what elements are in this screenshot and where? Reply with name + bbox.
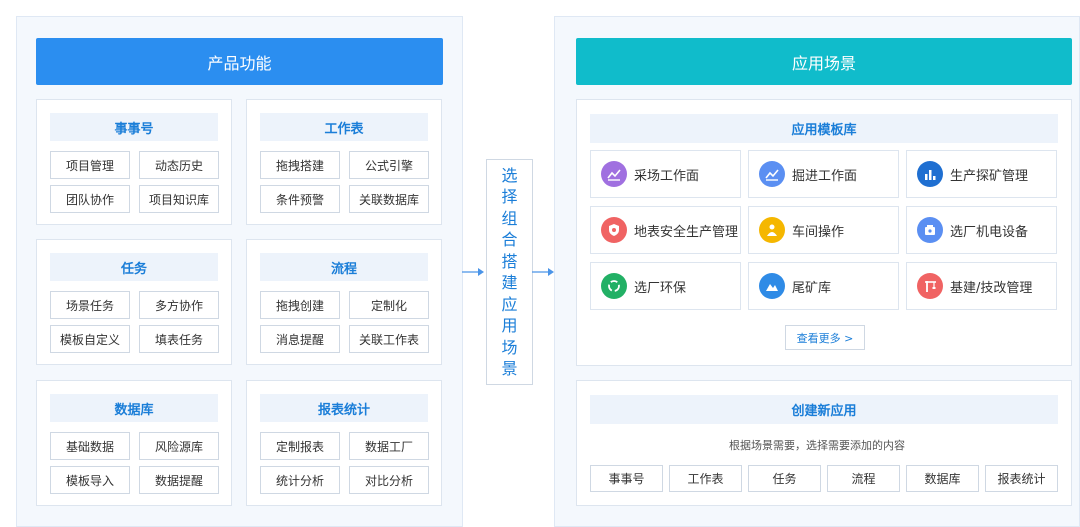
- feature-chip[interactable]: 拖拽搭建: [260, 151, 340, 179]
- template-item-label: 选厂环保: [634, 280, 687, 296]
- template-item[interactable]: 车间操作: [748, 206, 899, 254]
- vertical-char: 建: [501, 273, 518, 292]
- feature-group-card: 工作表拖拽搭建公式引擎条件预警关联数据库: [246, 99, 442, 225]
- vertical-char: 场: [501, 337, 518, 357]
- feature-chip[interactable]: 场景任务: [50, 291, 130, 319]
- product-header: 产品功能: [36, 38, 443, 85]
- template-item-label: 基建/技改管理: [950, 280, 1033, 296]
- product-title: 产品功能: [207, 53, 272, 73]
- new-app-option[interactable]: 工作表: [669, 465, 742, 492]
- vertical-char: 合: [501, 230, 518, 249]
- feature-chip[interactable]: 项目管理: [50, 151, 130, 179]
- template-item-label: 采场工作面: [634, 168, 700, 184]
- feature-chip[interactable]: 团队协作: [50, 185, 130, 213]
- template-item[interactable]: 基建/技改管理: [906, 262, 1057, 310]
- new-app-option[interactable]: 报表统计: [985, 465, 1058, 492]
- vertical-char: 用: [501, 316, 518, 335]
- feature-chip[interactable]: 多方协作: [139, 291, 219, 319]
- template-item-label: 掘进工作面: [792, 168, 858, 184]
- feature-chip[interactable]: 模板导入: [50, 466, 130, 494]
- new-app-option[interactable]: 事事号: [590, 465, 663, 492]
- feature-chip[interactable]: 定制化: [349, 291, 429, 319]
- template-item[interactable]: 掘进工作面: [748, 150, 899, 198]
- feature-chip[interactable]: 关联工作表: [349, 325, 429, 353]
- template-library-title: 应用模板库: [590, 114, 1058, 143]
- feature-group-title: 工作表: [260, 113, 428, 141]
- feature-group-card: 任务场景任务多方协作模板自定义填表任务: [36, 239, 232, 365]
- feature-group-title: 任务: [50, 253, 218, 281]
- feature-chip[interactable]: 填表任务: [139, 325, 219, 353]
- new-app-option[interactable]: 流程: [827, 465, 900, 492]
- feature-chip[interactable]: 基础数据: [50, 432, 130, 460]
- feature-chip[interactable]: 条件预警: [260, 185, 340, 213]
- feature-chip[interactable]: 消息提醒: [260, 325, 340, 353]
- feature-chip[interactable]: 统计分析: [260, 466, 340, 494]
- new-app-option[interactable]: 任务: [748, 465, 821, 492]
- feature-group-title: 流程: [260, 253, 428, 281]
- feature-chip[interactable]: 关联数据库: [349, 185, 429, 213]
- vertical-char: 搭: [501, 251, 518, 271]
- chart-icon: [601, 161, 627, 187]
- template-item[interactable]: 地表安全生产管理: [590, 206, 741, 254]
- template-item-label: 地表安全生产管理: [634, 224, 739, 240]
- template-item-label: 生产探矿管理: [950, 168, 1029, 184]
- select-combine-box: 选择组合搭建应用场景: [486, 159, 533, 385]
- worker-icon: [759, 217, 785, 243]
- template-item[interactable]: 生产探矿管理: [906, 150, 1057, 198]
- feature-group-title: 事事号: [50, 113, 218, 141]
- vertical-char: 应: [501, 294, 518, 314]
- feature-group-title: 报表统计: [260, 394, 428, 422]
- feature-group-card: 数据库基础数据风险源库模板导入数据提醒: [36, 380, 232, 506]
- create-app-hint: 根据场景需要，选择需要添加的内容: [729, 439, 905, 452]
- feature-chip[interactable]: 公式引擎: [349, 151, 429, 179]
- feature-group-card: 事事号项目管理动态历史团队协作项目知识库: [36, 99, 232, 225]
- feature-chip[interactable]: 对比分析: [349, 466, 429, 494]
- feature-chip[interactable]: 数据工厂: [349, 432, 429, 460]
- template-item[interactable]: 尾矿库: [748, 262, 899, 310]
- new-app-option[interactable]: 数据库: [906, 465, 979, 492]
- create-app-title: 创建新应用: [590, 395, 1058, 424]
- feature-chip[interactable]: 数据提醒: [139, 466, 219, 494]
- feature-chip[interactable]: 动态历史: [139, 151, 219, 179]
- feature-chip[interactable]: 模板自定义: [50, 325, 130, 353]
- scene-header: 应用场景: [576, 38, 1072, 85]
- view-more-button[interactable]: 查看更多 >: [785, 325, 865, 350]
- feature-chip[interactable]: 风险源库: [139, 432, 219, 460]
- bar-icon: [917, 161, 943, 187]
- template-item-label: 尾矿库: [792, 280, 832, 296]
- feature-group-card: 报表统计定制报表数据工厂统计分析对比分析: [246, 380, 442, 506]
- vertical-char: 组: [501, 208, 518, 228]
- template-item[interactable]: 选厂机电设备: [906, 206, 1057, 254]
- feature-group-card: 流程拖拽创建定制化消息提醒关联工作表: [246, 239, 442, 365]
- chart-icon: [759, 161, 785, 187]
- feature-group-title: 数据库: [50, 394, 218, 422]
- scene-title: 应用场景: [791, 53, 856, 73]
- feature-chip[interactable]: 定制报表: [260, 432, 340, 460]
- feature-chip[interactable]: 项目知识库: [139, 185, 219, 213]
- template-item-label: 车间操作: [792, 224, 845, 240]
- template-item[interactable]: 采场工作面: [590, 150, 741, 198]
- feature-chip[interactable]: 拖拽创建: [260, 291, 340, 319]
- vertical-char: 择: [501, 187, 518, 206]
- template-item[interactable]: 选厂环保: [590, 262, 741, 310]
- template-item-label: 选厂机电设备: [950, 224, 1029, 240]
- shield-icon: [601, 217, 627, 243]
- device-icon: [917, 217, 943, 243]
- arrow-right-icon: [532, 268, 554, 276]
- mountain-icon: [759, 273, 785, 299]
- arrow-right-icon: [462, 268, 484, 276]
- recycle-icon: [601, 273, 627, 299]
- vertical-char: 景: [501, 359, 518, 378]
- vertical-char: 选: [501, 165, 518, 185]
- crane-icon: [917, 273, 943, 299]
